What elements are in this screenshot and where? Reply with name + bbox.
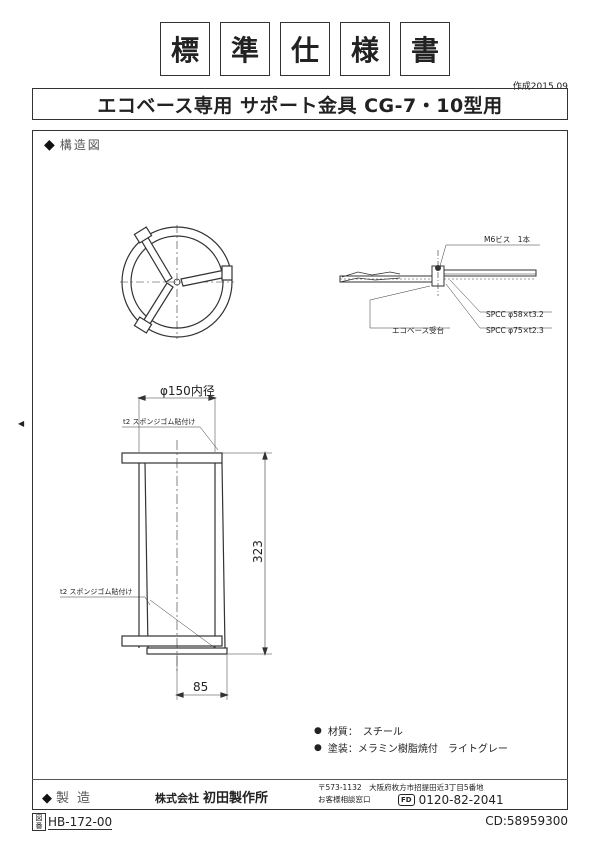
product-title-text: エコベース専用 サポート金具 CG-7・10型用 [97, 94, 503, 117]
sponge-top-label: t2 スポンジゴム貼付け [123, 417, 195, 426]
detail-upper-plate [437, 269, 537, 277]
detail-leader-spcc-lower [445, 283, 481, 329]
note-material-text: 材質： スチール [327, 727, 403, 738]
title-char-4: 様 [340, 22, 390, 76]
structure-section-label: ◆構造図 [44, 136, 102, 153]
bottom-plate [146, 647, 228, 655]
width-dim-text: 85 [193, 680, 208, 694]
structure-label-text: 構造図 [59, 138, 102, 152]
right-outer-wall [221, 462, 226, 649]
note-finish: ● 塗装：メラミン樹脂焼付 ライトグレー [314, 740, 508, 756]
title-char-3: 仕 [280, 22, 330, 76]
height-dim-text: 323 [251, 540, 265, 563]
spcc-lower-label: SPCC φ75×t2.3 [486, 326, 544, 335]
phone-number: FD 0120-82-2041 [398, 793, 504, 807]
drawing-frame [32, 130, 568, 810]
inner-diagonal [149, 599, 216, 649]
detail-break-line-bottom [339, 277, 401, 283]
note-finish-text: 塗装：メラミン樹脂焼付 ライトグレー [327, 744, 508, 755]
detail-screw [435, 265, 441, 271]
maker-label-text: 製造 [56, 791, 99, 806]
bullet-icon: ● [314, 725, 322, 736]
contact-label: お客様相談窓口 [318, 795, 371, 804]
company-name-text: 初田製作所 [203, 791, 269, 806]
height-arrow-bottom [262, 647, 268, 656]
sponge-bottom-label: t2 スポンジゴム貼付け [60, 587, 132, 596]
top-view-inner-circle [130, 235, 224, 329]
detail-leader-spcc-upper [449, 279, 481, 313]
company-address: 〒573-1132 大阪府枚方市招提田近3丁目5番地 [318, 783, 484, 792]
screw-label: M6ビス 1本 [484, 234, 531, 244]
detail-view [339, 244, 552, 329]
sponge-bottom-leader [144, 596, 151, 606]
top-view [120, 225, 234, 339]
bottom-ring [121, 635, 223, 647]
detail-leader-screw [439, 244, 447, 267]
product-title: エコベース専用 サポート金具 CG-7・10型用 [32, 88, 568, 120]
spcc-upper-label: SPCC φ58×t3.2 [486, 310, 544, 319]
cd-code: CD:58959300 [485, 814, 568, 828]
top-view-arm-2 [180, 269, 228, 287]
phone-number-text: 0120-82-2041 [418, 793, 504, 807]
top-view-tab-2 [221, 265, 233, 281]
side-view [60, 395, 272, 700]
detail-leader-base [369, 285, 431, 301]
diamond-icon: ◆ [42, 791, 52, 806]
title-char-5: 書 [400, 22, 450, 76]
maker-label: ◆ 製造 [42, 787, 98, 806]
detail-break-line-top [341, 271, 401, 278]
side-arrow-icon: ◀ [18, 419, 25, 428]
company-name: 株式会社初田製作所 [155, 787, 268, 806]
drawing-number: 図番 HB-172-00 [32, 813, 113, 831]
diameter-arrow-left [137, 395, 146, 401]
free-dial-icon: FD [398, 794, 415, 806]
diamond-icon: ◆ [44, 137, 57, 153]
bullet-icon: ● [314, 742, 322, 753]
top-view-arm-3 [141, 282, 174, 328]
drawing-tag: 図番 [32, 813, 46, 831]
title-char-2: 準 [220, 22, 270, 76]
width-arrow-left [175, 692, 184, 698]
created-date: 作成2015.09 [512, 82, 568, 92]
sponge-top-leader [199, 426, 219, 451]
drawing-number-text: HB-172-00 [48, 814, 113, 830]
left-outer-wall [144, 462, 149, 649]
height-arrow-top [262, 451, 268, 460]
diameter-arrow-right [208, 395, 217, 401]
width-arrow-right [220, 692, 229, 698]
inner-diameter-label: φ150内径 [160, 384, 215, 398]
footer-divider [32, 779, 568, 780]
base-label: エコベース受台 [392, 325, 444, 335]
company-prefix: 株式会社 [155, 792, 199, 805]
top-view-arm-1 [140, 235, 173, 283]
top-view-tab-1 [133, 226, 153, 244]
title-char-1: 標 [160, 22, 210, 76]
top-view-tab-3 [133, 316, 153, 334]
top-ring [121, 452, 223, 464]
note-material: ● 材質： スチール [314, 723, 403, 739]
